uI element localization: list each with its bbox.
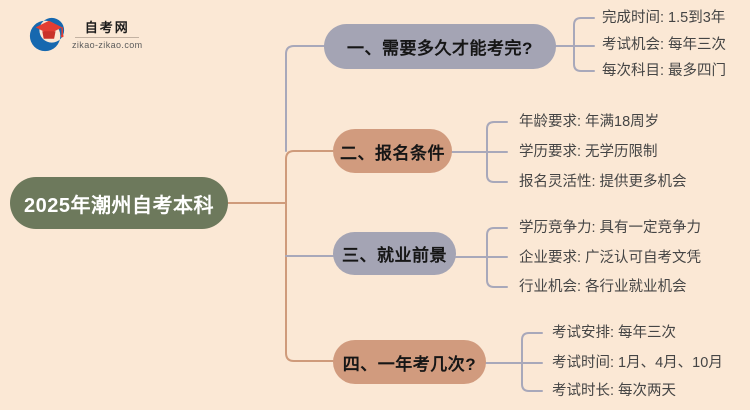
leaf-item: 考试时长: 每次两天 — [552, 383, 677, 399]
leaf-item: 年龄要求: 年满18周岁 — [519, 114, 660, 130]
leaf-item: 企业要求: 广泛认可自考文凭 — [519, 250, 702, 266]
graduation-cap-icon — [29, 17, 65, 52]
logo-divider — [75, 37, 140, 38]
site-logo: 自考网 zikao-zikao.com — [28, 16, 143, 54]
leaf-item: 完成时间: 1.5到3年 — [602, 10, 726, 26]
leaf-item: 考试时间: 1月、4月、10月 — [552, 355, 723, 371]
site-name: 自考网 — [84, 20, 130, 35]
leaf-item: 报名灵活性: 提供更多机会 — [519, 174, 687, 190]
leaf-item: 行业机会: 各行业就业机会 — [519, 279, 687, 295]
leaf-item: 学历竞争力: 具有一定竞争力 — [519, 220, 702, 236]
leaf-item: 考试安排: 每年三次 — [552, 325, 677, 341]
root-node: 2025年潮州自考本科 — [10, 177, 228, 229]
site-url: zikao-zikao.com — [72, 40, 143, 50]
branch-node-3: 三、就业前景 — [333, 232, 456, 275]
leaf-item: 每次科目: 最多四门 — [602, 63, 727, 79]
branch-node-2: 二、报名条件 — [333, 129, 452, 173]
leaf-item: 学历要求: 无学历限制 — [519, 144, 658, 160]
branch-node-1: 一、需要多久才能考完? — [324, 24, 556, 69]
leaf-item: 考试机会: 每年三次 — [602, 37, 727, 53]
branch-node-4: 四、一年考几次? — [333, 340, 486, 384]
